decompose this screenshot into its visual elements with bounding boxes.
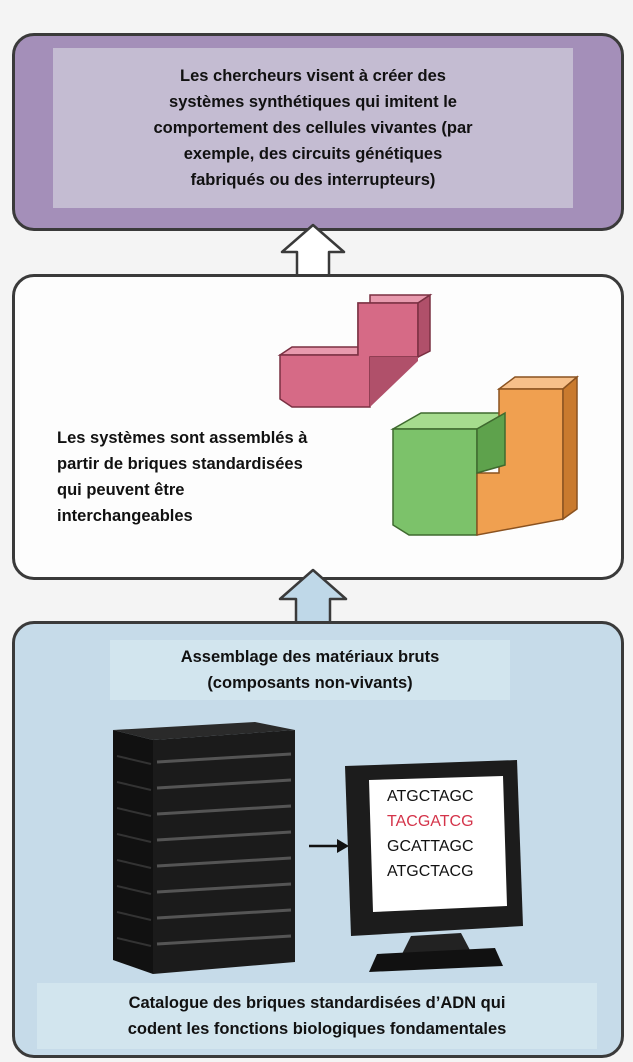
goal-text: Les chercheurs visent à créer des systèm… [153,67,473,189]
assembly-panel: Les systèmes sont assemblés à partir de … [12,274,624,580]
goal-panel: Les chercheurs visent à créer des systèm… [12,33,624,231]
dna-sequence-line: ATGCTAGC [387,788,474,805]
green-orange-block-icon [390,375,580,536]
raw-materials-header: Assemblage des matériaux bruts (composan… [180,648,440,692]
server-rack-icon [113,722,295,974]
assembly-text: Les systèmes sont assemblés à partir de … [57,429,308,525]
catalogue-caption-box: Catalogue des briques standardisées d’AD… [37,983,597,1049]
monitor-icon [345,760,523,972]
raw-materials-header-box: Assemblage des matériaux bruts (composan… [110,640,510,700]
dna-sequence-list: ATGCTAGC TACGATCG GCATTAGC ATGCTACG [387,784,497,884]
dna-sequence-line-highlighted: TACGATCG [387,813,474,830]
raw-materials-panel: Assemblage des matériaux bruts (composan… [12,621,624,1058]
pink-block-icon [277,293,433,408]
dna-sequence-line: ATGCTACG [387,863,474,880]
up-arrow-icon [280,223,346,280]
catalogue-caption: Catalogue des briques standardisées d’AD… [127,994,507,1038]
goal-text-box: Les chercheurs visent à créer des systèm… [53,48,573,208]
right-arrow-icon [309,839,349,853]
dna-sequence-line: GCATTAGC [387,838,474,855]
